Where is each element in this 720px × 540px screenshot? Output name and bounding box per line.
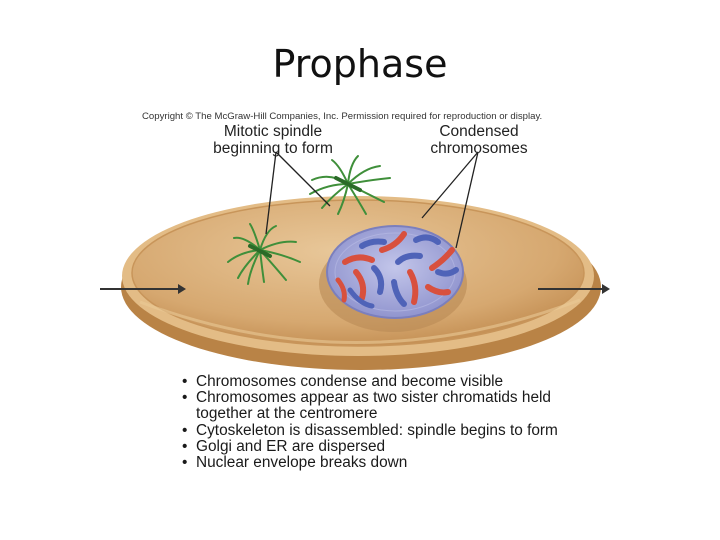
label-mitotic-spindle-line1: Mitotic spindle: [223, 123, 323, 140]
cell-body: [121, 196, 601, 370]
label-condensed-chromosomes: Condensed chromosomes: [406, 123, 552, 157]
prophase-figure: Mitotic spindle beginning to form Conden…: [100, 122, 613, 518]
slide-title: Prophase: [272, 42, 448, 86]
cell-diagram: [121, 151, 601, 370]
prophase-bullet-list: Chromosomes condense and become visible …: [182, 373, 602, 471]
label-mitotic-spindle-line2: beginning to form: [213, 140, 333, 157]
bullet-item: Chromosomes appear as two sister chromat…: [182, 390, 602, 423]
copyright-notice: Copyright © The McGraw-Hill Companies, I…: [142, 111, 543, 122]
bullet-item: Golgi and ER are dispersed: [182, 438, 602, 455]
bullet-item: Cytoskeleton is disassembled: spindle be…: [182, 422, 602, 439]
arrow-in-icon: [100, 284, 186, 294]
bullet-item: Nuclear envelope breaks down: [182, 454, 602, 471]
condensed-chromosomes: [335, 231, 459, 309]
label-mitotic-spindle: Mitotic spindle beginning to form: [184, 123, 362, 157]
bullet-item: Chromosomes condense and become visible: [182, 373, 602, 390]
spindle-aster-lower: [227, 223, 301, 285]
label-condensed-chromosomes-line2: chromosomes: [430, 140, 528, 157]
label-condensed-chromosomes-line1: Condensed: [439, 123, 519, 140]
leader-lines: [265, 151, 479, 249]
spindle-aster-upper: [309, 155, 391, 215]
arrow-out-icon: [538, 284, 610, 294]
